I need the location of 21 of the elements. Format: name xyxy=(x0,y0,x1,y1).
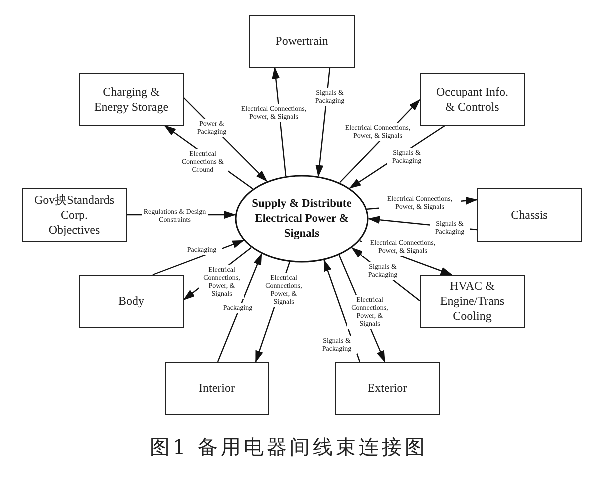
system-box xyxy=(79,275,184,328)
box-label: Powertrain xyxy=(274,34,330,49)
box-label: Gov抰Standards Corp. Objectives xyxy=(34,192,114,238)
system-box xyxy=(335,362,440,415)
box-label: Chassis xyxy=(510,208,549,222)
system-box xyxy=(420,73,525,126)
box-label: Exterior xyxy=(366,381,408,396)
box-label: Interior xyxy=(198,381,236,396)
box-label: Occupant Info. & Controls xyxy=(436,84,510,114)
system-box xyxy=(165,362,269,415)
figure-caption: 图1 备用电器间线束连接图 xyxy=(150,434,428,461)
box-label: HVAC & Engine/Trans Cooling xyxy=(439,279,506,324)
box-label: Charging & Energy Storage xyxy=(93,84,170,114)
box-label: Body xyxy=(117,294,146,309)
system-box xyxy=(477,188,582,242)
system-box xyxy=(420,275,525,328)
process-label: Supply & Distribute Electrical Power & Signals xyxy=(251,196,353,242)
system-box xyxy=(249,15,355,68)
system-box xyxy=(22,188,127,242)
arrow xyxy=(217,253,262,362)
system-box xyxy=(79,73,184,126)
